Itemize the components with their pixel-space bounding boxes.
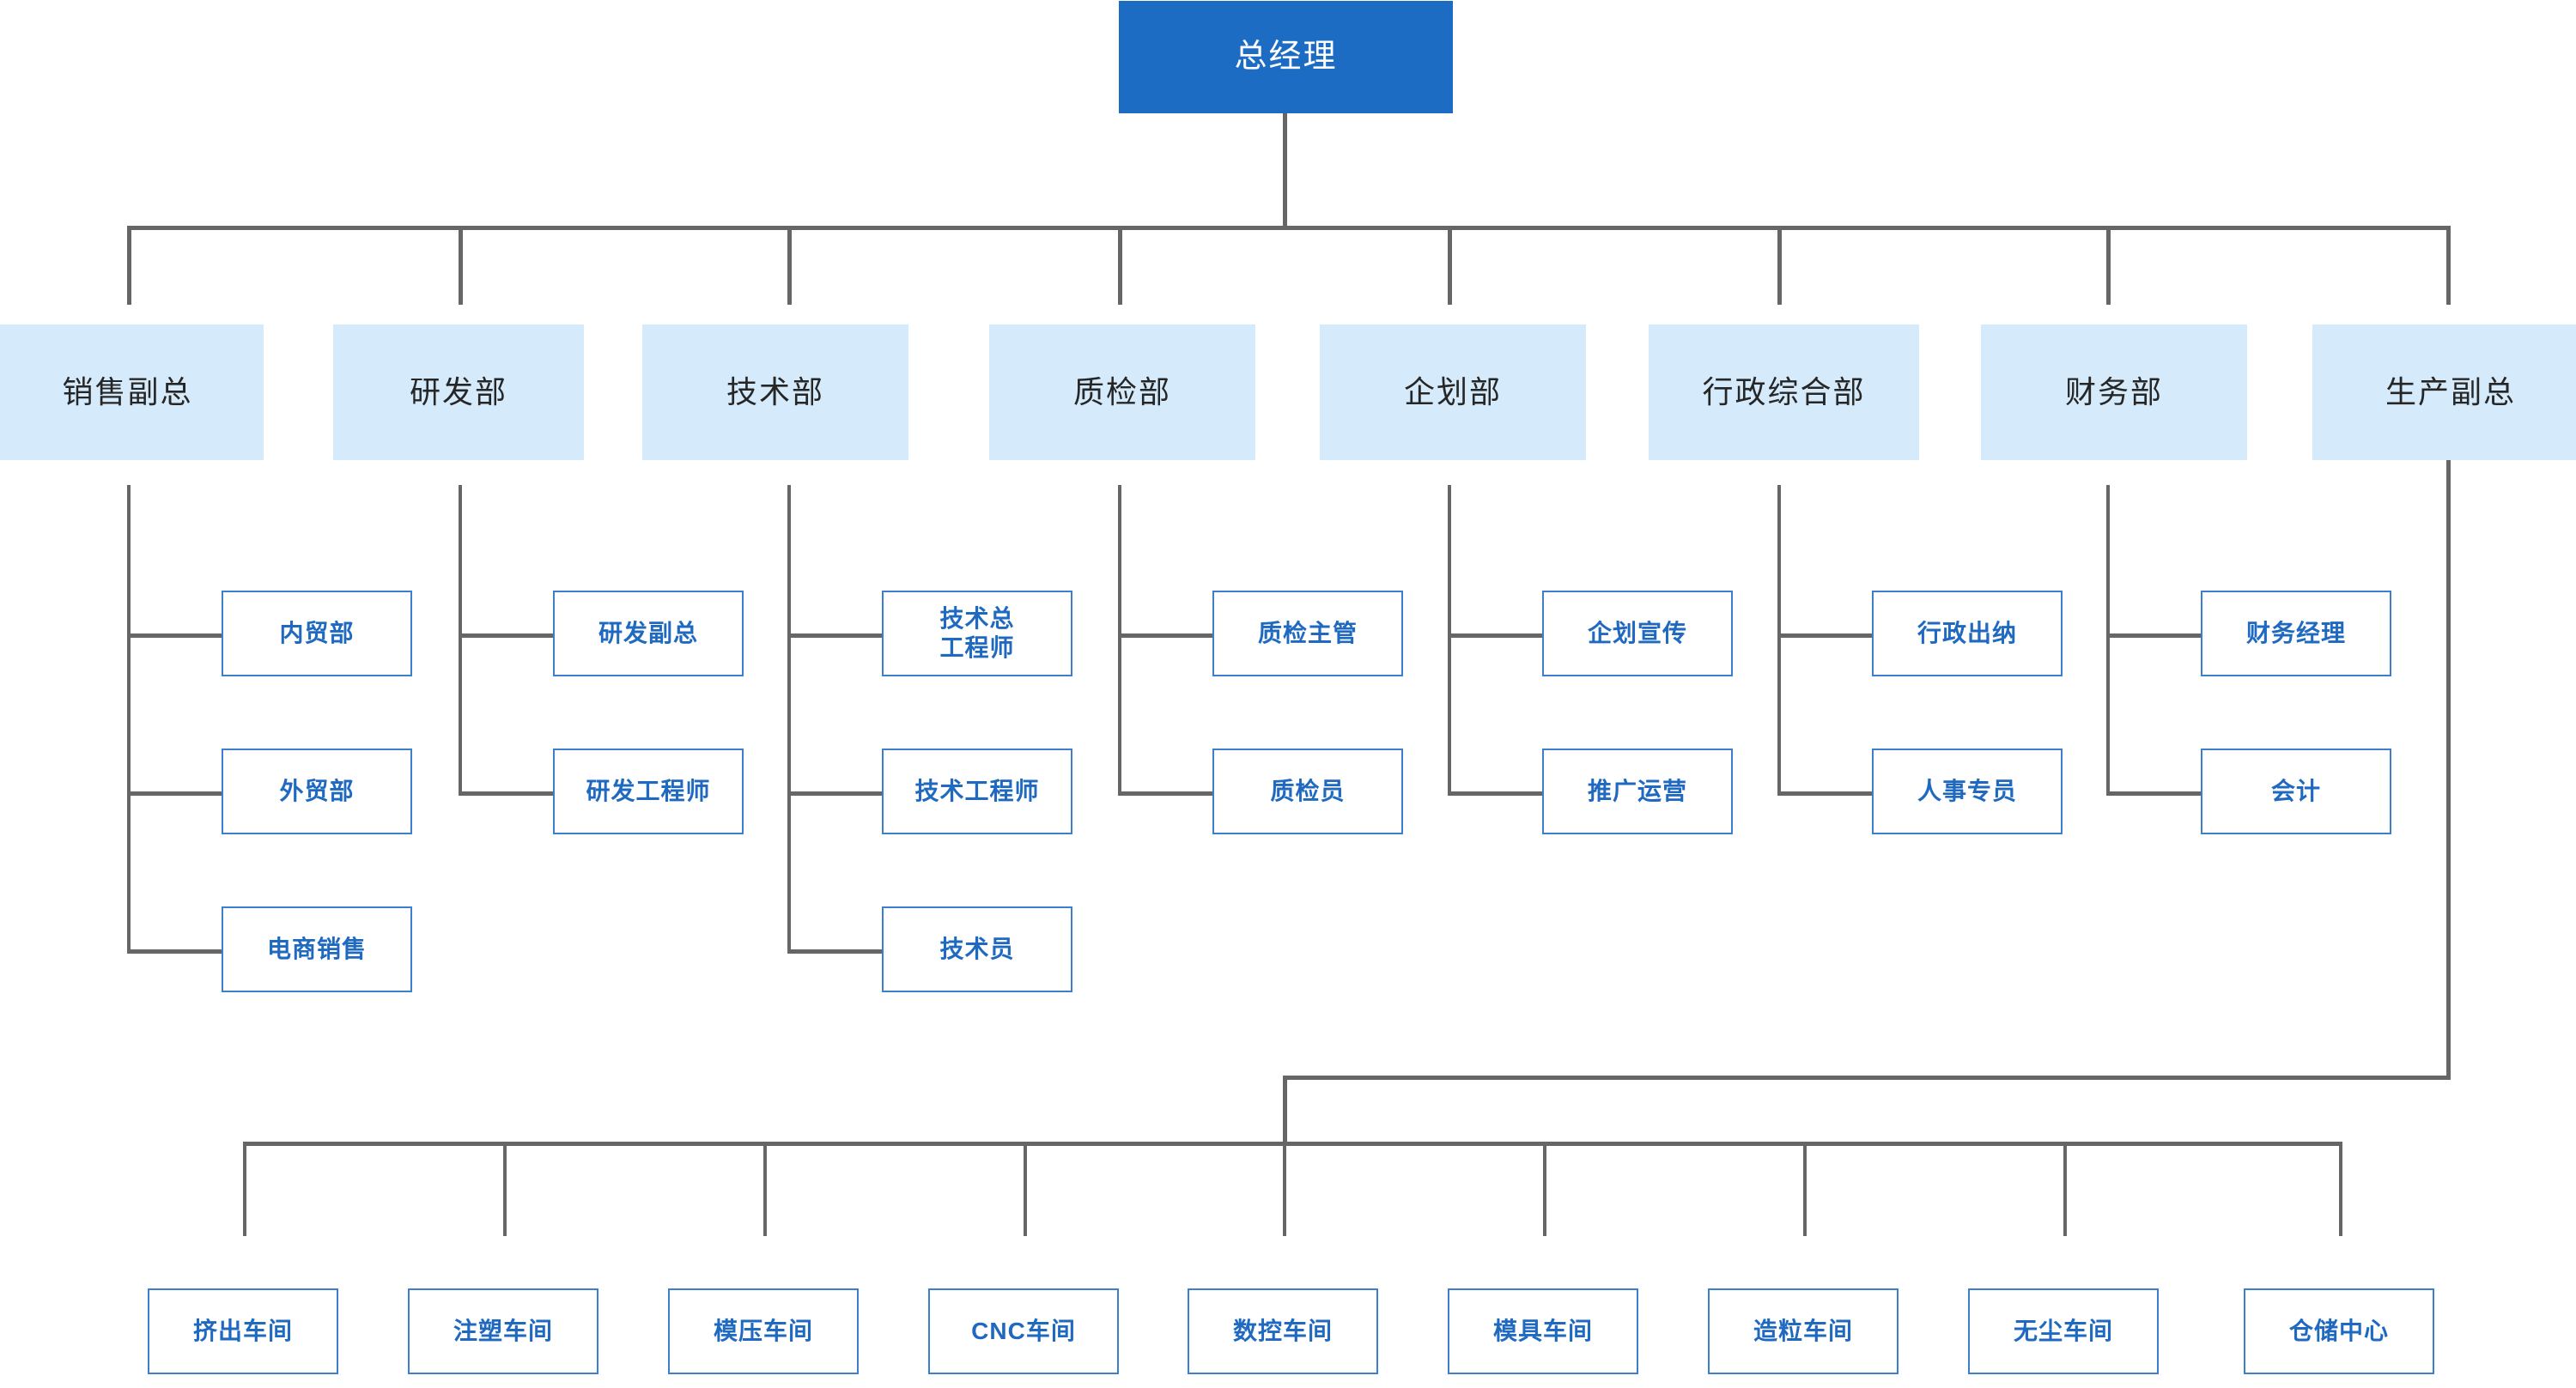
connector-drop-workshop-4 [1283,1142,1286,1236]
connector-level2-bus [127,226,2450,230]
node-sub-technician[interactable]: 技术员 [882,906,1072,992]
connector-branch-0-1 [127,791,222,796]
connector-drop-workshop-2 [763,1142,767,1236]
connector-branch-1-0 [459,633,553,638]
node-sub-ecommerce-sales[interactable]: 电商销售 [222,906,412,992]
node-sub-admin-cashier[interactable]: 行政出纳 [1872,591,2063,676]
node-dept-production-vp[interactable]: 生产副总 [2312,324,2576,460]
connector-branch-5-0 [1777,633,1872,638]
node-workshop-cnc[interactable]: CNC车间 [928,1288,1119,1374]
connector-drop-dept-7 [2446,226,2451,305]
node-dept-rd[interactable]: 研发部 [333,324,584,460]
connector-drop-dept-0 [127,226,131,305]
connector-branch-6-1 [2106,791,2201,796]
node-sub-hr-specialist[interactable]: 人事专员 [1872,749,2063,834]
connector-branch-1-1 [459,791,553,796]
node-workshop-injection-molding[interactable]: 注塑车间 [408,1288,598,1374]
node-sub-chief-tech-engineer-line2: 工程师 [939,634,1015,661]
connector-drop-workshop-6 [1803,1142,1807,1236]
node-workshop-compression-molding[interactable]: 模压车间 [668,1288,859,1374]
connector-branch-0-0 [127,633,222,638]
connector-workshop-bus [243,1142,2342,1146]
node-workshop-mold[interactable]: 模具车间 [1448,1288,1638,1374]
connector-production-elbow [1283,1076,2451,1080]
connector-spine-dept-5 [1777,485,1781,796]
connector-branch-4-1 [1448,791,1542,796]
node-workshop-warehouse-center[interactable]: 仓储中心 [2244,1288,2434,1374]
node-sub-chief-tech-engineer-line1: 技术总 [939,604,1015,632]
connector-spine-dept-3 [1118,485,1121,796]
connector-production-stem [1283,1076,1287,1144]
connector-spine-dept-0 [127,485,131,954]
node-sub-marketing-operations[interactable]: 推广运营 [1542,749,1733,834]
node-sub-tech-engineer[interactable]: 技术工程师 [882,749,1072,834]
connector-branch-2-0 [787,633,882,638]
node-dept-planning[interactable]: 企划部 [1320,324,1586,460]
connector-branch-2-2 [787,949,882,954]
node-sub-chief-tech-engineer[interactable]: 技术总 工程师 [882,591,1072,676]
node-sub-qc-inspector[interactable]: 质检员 [1212,749,1403,834]
connector-spine-dept-1 [459,485,462,796]
node-dept-qc[interactable]: 质检部 [989,324,1255,460]
connector-drop-dept-3 [1118,226,1122,305]
connector-drop-dept-4 [1448,226,1452,305]
node-dept-tech[interactable]: 技术部 [642,324,908,460]
node-workshop-numerical-control[interactable]: 数控车间 [1188,1288,1378,1374]
connector-branch-6-0 [2106,633,2201,638]
connector-branch-4-0 [1448,633,1542,638]
connector-root-stem [1283,113,1287,227]
connector-branch-3-0 [1118,633,1212,638]
connector-production-drop [2446,460,2451,1080]
connector-drop-dept-1 [459,226,463,305]
connector-drop-workshop-1 [503,1142,507,1236]
connector-drop-dept-5 [1777,226,1782,305]
connector-branch-2-1 [787,791,882,796]
connector-drop-dept-2 [787,226,792,305]
node-sub-finance-manager[interactable]: 财务经理 [2201,591,2391,676]
node-workshop-extrusion[interactable]: 挤出车间 [148,1288,338,1374]
connector-spine-dept-2 [787,485,791,954]
connector-spine-dept-6 [2106,485,2110,796]
node-workshop-cleanroom[interactable]: 无尘车间 [1968,1288,2159,1374]
node-sub-rd-engineer[interactable]: 研发工程师 [553,749,744,834]
node-sub-accountant[interactable]: 会计 [2201,749,2391,834]
connector-drop-workshop-7 [2063,1142,2067,1236]
connector-branch-3-1 [1118,791,1212,796]
connector-drop-workshop-8 [2339,1142,2342,1236]
connector-spine-dept-4 [1448,485,1451,796]
connector-drop-workshop-5 [1543,1142,1546,1236]
node-sub-qc-supervisor[interactable]: 质检主管 [1212,591,1403,676]
node-general-manager[interactable]: 总经理 [1119,1,1453,113]
node-dept-sales-vp[interactable]: 销售副总 [0,324,264,460]
connector-branch-5-1 [1777,791,1872,796]
node-sub-domestic-trade[interactable]: 内贸部 [222,591,412,676]
node-sub-foreign-trade[interactable]: 外贸部 [222,749,412,834]
connector-drop-workshop-0 [243,1142,246,1236]
node-dept-finance[interactable]: 财务部 [1981,324,2247,460]
connector-branch-0-2 [127,949,222,954]
connector-drop-workshop-3 [1024,1142,1027,1236]
node-dept-admin[interactable]: 行政综合部 [1649,324,1919,460]
connector-drop-dept-6 [2106,226,2111,305]
node-workshop-pelletizing[interactable]: 造粒车间 [1708,1288,1899,1374]
node-sub-planning-promotion[interactable]: 企划宣传 [1542,591,1733,676]
node-sub-rd-vp[interactable]: 研发副总 [553,591,744,676]
